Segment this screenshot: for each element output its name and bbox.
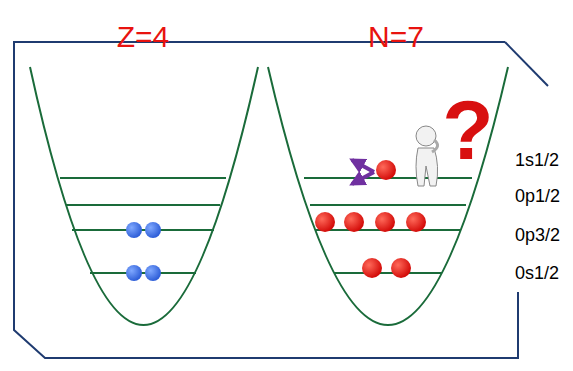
potential-well [268,67,508,325]
element-label: N=7 [368,22,424,52]
motion-arrow [352,160,374,184]
element-label: Z=4 [117,22,170,52]
neutron [315,160,426,278]
level-label: 0p3/2 [515,226,560,244]
proton [126,222,161,281]
potential-well [30,67,258,325]
level-label: 0p1/2 [515,187,560,205]
energy-levels [60,178,472,273]
level-label: 1s1/2 [515,151,559,169]
frame [505,42,548,86]
thinking-figure [416,126,438,186]
frame [14,42,518,358]
level-label: 0s1/2 [515,264,559,282]
question-mark: ? [442,88,493,172]
